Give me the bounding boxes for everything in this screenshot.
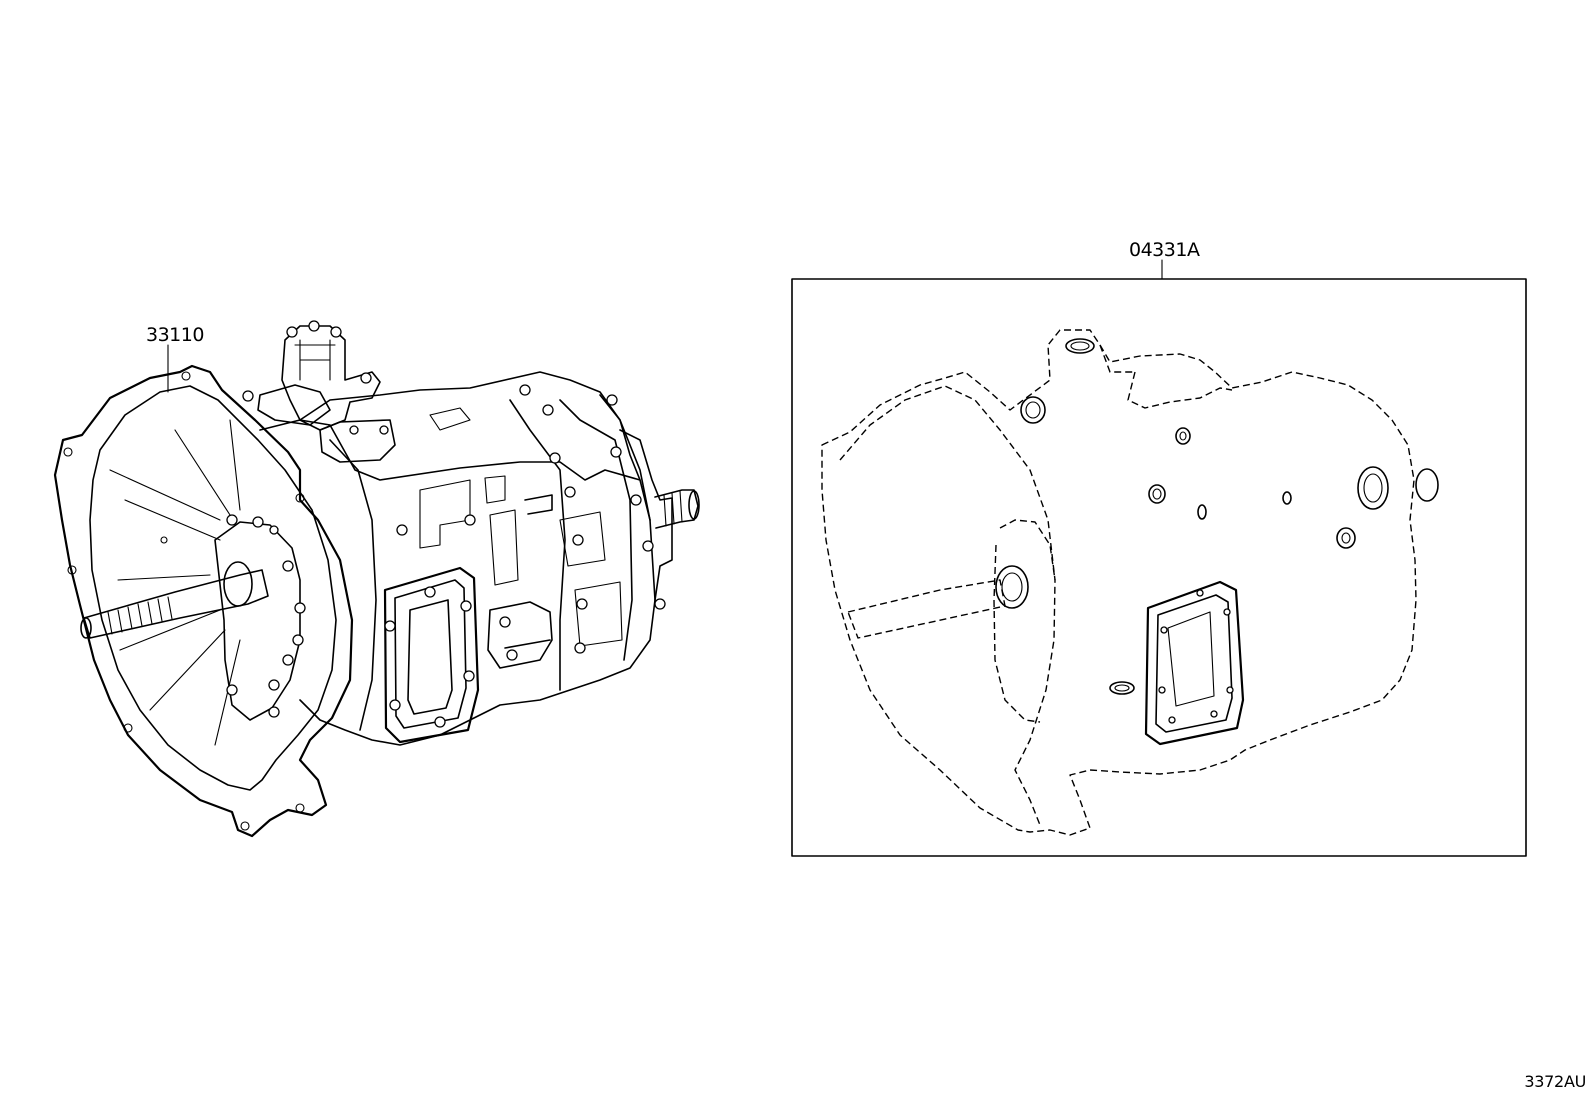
bell-housing-flange <box>53 364 354 838</box>
upper-housing <box>299 371 641 481</box>
part-number-gasket-kit: 04331A <box>1129 239 1200 261</box>
transmission-assembly-drawing <box>53 320 700 838</box>
side-seal <box>1336 527 1356 549</box>
figure-code: 3372AU <box>1524 1072 1586 1091</box>
shift-bracket <box>487 601 553 669</box>
main-case <box>259 419 656 746</box>
cover-gasket <box>1144 580 1245 746</box>
gasket-kit-drawing <box>791 259 1527 857</box>
shift-seal <box>1020 396 1046 424</box>
phantom-housing <box>821 329 1417 836</box>
flange-holes <box>63 371 305 831</box>
rear-oil-seal <box>1357 466 1389 510</box>
seals <box>995 338 1439 695</box>
part-number-transmission: 33110 <box>146 324 204 346</box>
small-seal-1 <box>1175 427 1191 445</box>
lower-seal <box>1109 681 1135 695</box>
output-shaft <box>654 489 700 529</box>
assembly-bolts <box>226 320 666 728</box>
phantom-case-break <box>993 344 1233 723</box>
rear-extension <box>619 429 673 601</box>
input-shaft <box>80 561 269 639</box>
rear-o-ring <box>1415 468 1439 502</box>
case-details <box>419 407 623 647</box>
phantom-bell-inner <box>839 385 1056 826</box>
case-section-lines <box>329 394 651 731</box>
phantom-input-shaft <box>847 579 1006 639</box>
bell-housing-inner <box>89 385 337 791</box>
inspection-cover <box>383 566 480 744</box>
o-ring-small-1 <box>1197 504 1207 520</box>
bell-housing-ribs <box>109 419 241 746</box>
input-oil-seal <box>995 565 1029 609</box>
small-seal-2 <box>1148 484 1166 504</box>
shift-lever-stub <box>504 494 553 649</box>
bearing-retainer <box>214 521 301 721</box>
top-seal <box>1065 338 1095 354</box>
gasket-kit-frame <box>791 278 1527 857</box>
o-ring-small-2 <box>1282 491 1292 505</box>
